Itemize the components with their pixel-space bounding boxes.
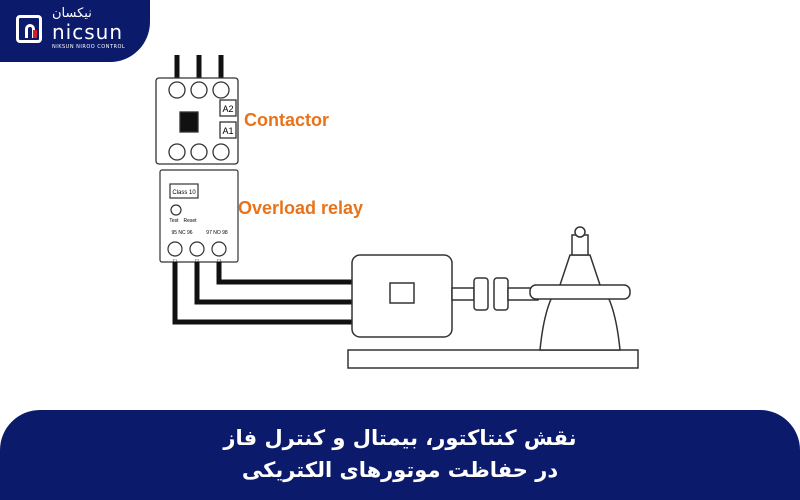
title-line-2: در حفاظت موتورهای الکتریکی (241, 458, 559, 482)
logo: نیکسان nicsun NIKSUN NIROO CONTROL (0, 0, 150, 62)
reset-label: Reset (183, 218, 197, 224)
nc-contacts: 95 NC 96 (171, 230, 192, 236)
terminal-t3: T3 (217, 258, 222, 263)
terminal-a2: A2 (222, 104, 233, 114)
logo-name: nicsun (52, 20, 123, 44)
contactor (155, 77, 239, 165)
overload-relay-label: Overload relay (238, 198, 364, 218)
motor (347, 226, 639, 369)
no-contacts: 97 NO 98 (206, 230, 228, 236)
terminal-t2: T2 (195, 258, 200, 263)
contactor-screws (168, 81, 230, 161)
contactor-label: Contactor (244, 110, 329, 130)
logo-persian: نیکسان (52, 6, 92, 21)
logo-tagline: NIKSUN NIROO CONTROL (52, 44, 126, 50)
wiring-diagram: A2 A1 Class 10 Test Reset 95 NC 96 97 NO… (155, 55, 639, 369)
title-banner: نقش کنتاکتور، بیمتال و کنترل فاز در حفاظ… (0, 410, 800, 500)
motor-wires (172, 262, 360, 325)
terminal-t1: T1 (173, 258, 178, 263)
logo-icon (16, 15, 42, 43)
terminal-a1: A1 (222, 126, 233, 136)
overload-relay (159, 169, 239, 263)
test-label: Test (169, 218, 179, 224)
title-line-1: نقش کنتاکتور، بیمتال و کنترل فاز (223, 426, 577, 450)
relay-class: Class 10 (172, 190, 196, 196)
